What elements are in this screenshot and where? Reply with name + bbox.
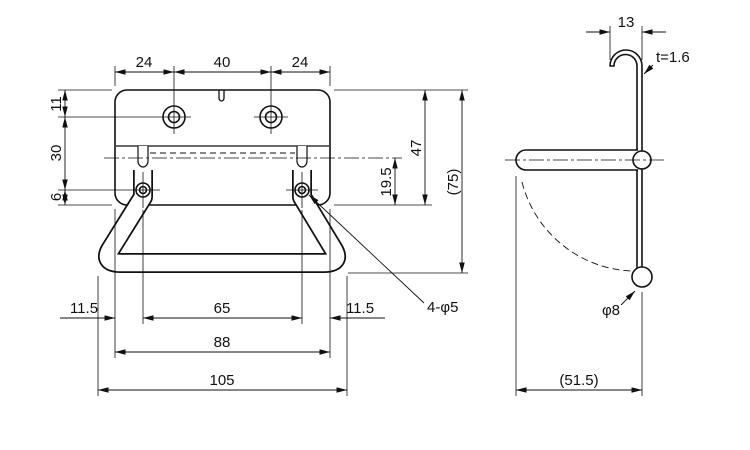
thickness-leader — [643, 64, 654, 75]
wire-diameter-label: φ8 — [602, 302, 620, 319]
top-center-notch — [218, 90, 225, 102]
dim-bottom-center: 65 — [214, 300, 231, 317]
hook-slot-left — [137, 146, 149, 168]
hole-callout-label: 4-φ5 — [427, 299, 458, 316]
side-extension-lines — [515, 26, 643, 396]
dim-bottom-left: 11.5 — [70, 300, 98, 317]
dim-side-overall-depth: (51.5) — [559, 372, 598, 389]
dim-top-center: 40 — [214, 54, 231, 71]
dim-bottom-right: 11.5 — [346, 300, 374, 317]
dim-left-bottom: 6 — [48, 193, 65, 201]
dim-right-overall: (75) — [445, 169, 462, 196]
side-dimension-lines — [516, 29, 666, 393]
dim-right-inner: 19.5 — [378, 167, 395, 196]
hook-slot-right — [296, 146, 308, 168]
side-view: 13 t=1.6 φ8 (51.5) — [505, 14, 690, 396]
dim-side-top-depth: 13 — [618, 14, 635, 31]
dim-top-right: 24 — [292, 54, 309, 71]
side-bail-wire-section — [631, 266, 653, 288]
thickness-label: t=1.6 — [656, 49, 690, 66]
front-extension-lines — [58, 66, 468, 396]
dim-right-middle: 47 — [408, 140, 425, 157]
dim-bottom-plate-width: 88 — [214, 334, 231, 351]
bail-swing-arc — [521, 181, 633, 272]
front-view: 24 40 24 11 30 6 19.5 47 (75) 11.5 65 11… — [48, 54, 468, 396]
front-dimension-lines — [60, 69, 465, 393]
dim-bottom-overall-width: 105 — [209, 372, 234, 389]
dim-top-left: 24 — [136, 54, 153, 71]
dim-left-top: 11 — [48, 96, 65, 112]
dim-left-middle: 30 — [48, 145, 65, 162]
bail-handle-inner — [99, 170, 345, 272]
hole-callout-leader — [308, 194, 425, 304]
wire-diameter-leader — [620, 290, 636, 306]
